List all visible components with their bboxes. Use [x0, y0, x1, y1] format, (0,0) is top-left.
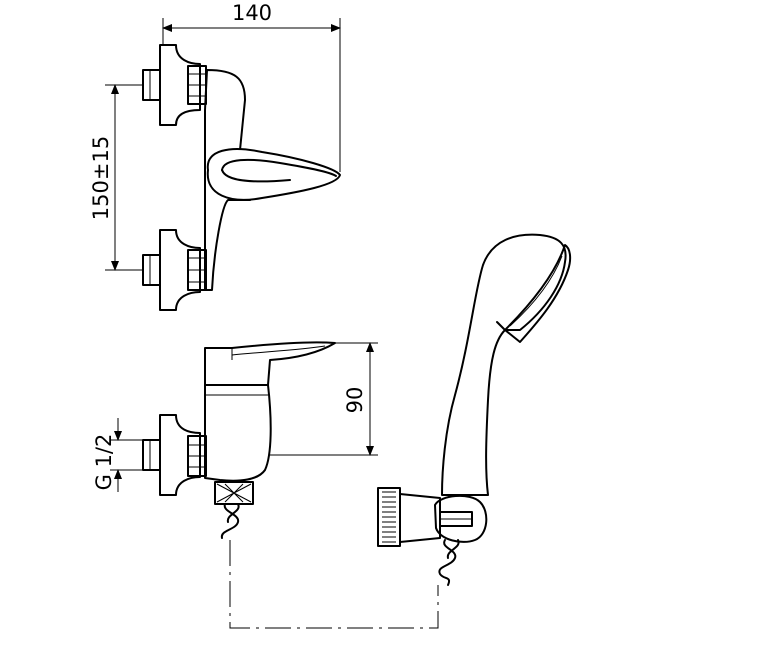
side-rosette	[159, 414, 201, 496]
hose-path	[229, 540, 439, 629]
lever-handle	[206, 148, 341, 201]
spray-face	[504, 244, 572, 343]
lower-rosette	[159, 229, 201, 311]
hand-shower	[377, 233, 572, 586]
dim-thread: G 1/2	[92, 418, 143, 492]
dim-width: 140	[162, 1, 341, 172]
side-view	[142, 341, 336, 539]
dim-thread-label: G 1/2	[92, 434, 116, 491]
holder-clip	[434, 494, 488, 543]
upper-rosette	[159, 44, 201, 126]
dim-inlets: 150±15	[89, 84, 143, 271]
front-view	[142, 44, 341, 311]
dim-inlets-label: 150±15	[89, 136, 113, 220]
dim-body-height: 90	[270, 342, 378, 456]
dim-width-label: 140	[232, 1, 272, 25]
shower-handle	[441, 233, 567, 496]
dim-body-height-label: 90	[343, 387, 367, 414]
side-lever	[204, 341, 336, 386]
